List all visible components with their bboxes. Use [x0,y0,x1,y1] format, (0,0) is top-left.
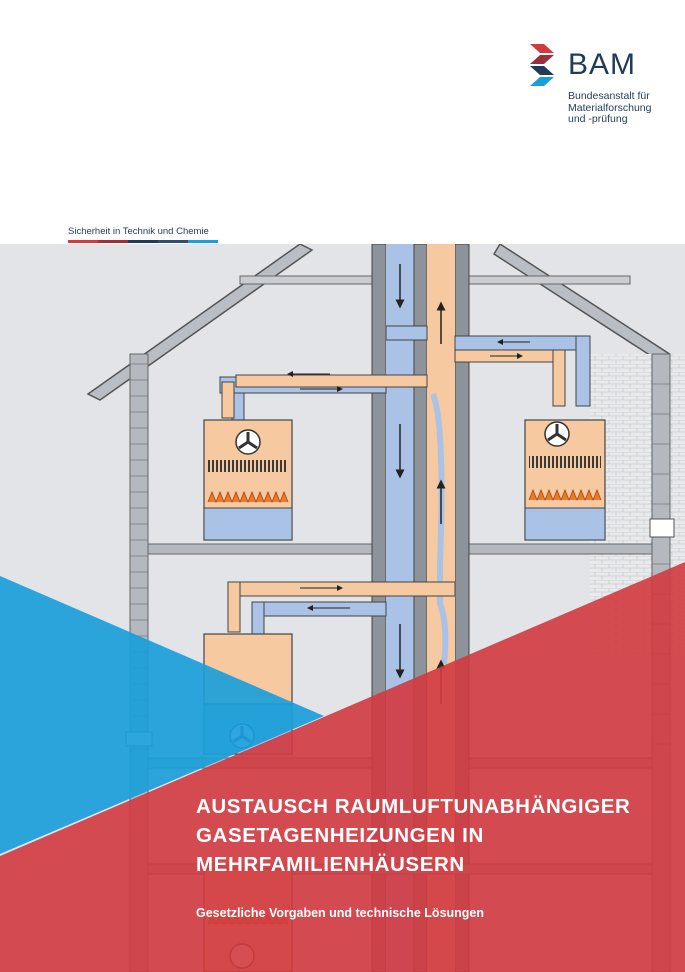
flue-duct-upper-right [385,325,591,407]
cover-subtitle: Gesetzliche Vorgaben und technische Lösu… [196,906,485,920]
title-line: AUSTAUSCH RAUMLUFTUNABHÄNGIGER [196,795,631,818]
tagline-bar-segment [158,240,188,243]
gas-boiler [203,419,293,541]
flue-duct-lower-left [227,581,456,637]
title-line: GASETAGENHEIZUNGEN IN [196,824,484,847]
title-line: MEHRFAMILIENHÄUSERN [196,853,465,876]
cover-title: AUSTAUSCH RAUMLUFTUNABHÄNGIGER GASETAGEN… [196,792,666,879]
logo-name: BAM [568,48,637,81]
tagline-bar-segment [128,240,158,243]
heating-system-illustration [0,244,685,972]
logo-subtitle: Bundesanstalt für Materialforschung und … [568,90,652,125]
gas-boiler [524,419,606,541]
red-triangle-overlay [0,562,685,972]
tagline-bar-segment [98,240,128,243]
tagline-bar-segment [188,240,218,243]
tagline-color-bar [68,240,218,243]
bam-logo-mark [530,44,554,86]
tagline-bar-segment [68,240,98,243]
bam-logo: BAM Bundesanstalt für Materialforschung … [530,44,670,134]
wall-vent [649,518,675,538]
tagline: Sicherheit in Technik und Chemie [68,226,209,237]
blue-triangle-overlay [0,576,324,854]
flue-duct-upper-left [219,371,428,422]
